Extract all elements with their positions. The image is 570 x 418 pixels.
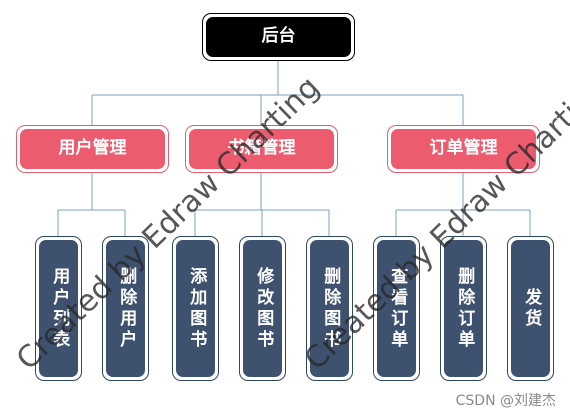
leaf-node-label: 查看订单 xyxy=(387,266,408,351)
group-node-users: 用户管理 xyxy=(16,125,169,173)
leaf-node-delete-order: 删除订单 xyxy=(440,236,487,381)
leaf-node-label: 修改图书 xyxy=(253,266,274,351)
leaf-node-add-book: 添加图书 xyxy=(172,236,219,381)
group-node-label: 订单管理 xyxy=(429,138,498,159)
credit-text: CSDN @刘建杰 xyxy=(455,393,556,409)
root-node: 后台 xyxy=(202,13,355,61)
leaf-node-edit-book: 修改图书 xyxy=(239,236,286,381)
leaf-node-delete-user: 删除用户 xyxy=(102,236,149,381)
root-node-label: 后台 xyxy=(261,26,296,47)
group-node-books: 书籍管理 xyxy=(185,125,338,173)
leaf-node-label: 删除订单 xyxy=(454,266,475,351)
group-node-orders: 订单管理 xyxy=(387,125,540,173)
leaf-node-view-order: 查看订单 xyxy=(373,236,420,381)
group-node-label: 书籍管理 xyxy=(227,138,296,159)
leaf-node-user-list: 用户列表 xyxy=(35,236,82,381)
leaf-node-label: 用户列表 xyxy=(49,266,70,351)
leaf-node-delete-book: 删除图书 xyxy=(306,236,353,381)
leaf-node-label: 删除用户 xyxy=(116,266,137,351)
leaf-node-ship: 发货 xyxy=(507,236,554,381)
group-node-label: 用户管理 xyxy=(58,138,127,159)
leaf-node-label: 发货 xyxy=(521,287,542,330)
leaf-node-label: 删除图书 xyxy=(320,266,341,351)
leaf-node-label: 添加图书 xyxy=(186,266,207,351)
